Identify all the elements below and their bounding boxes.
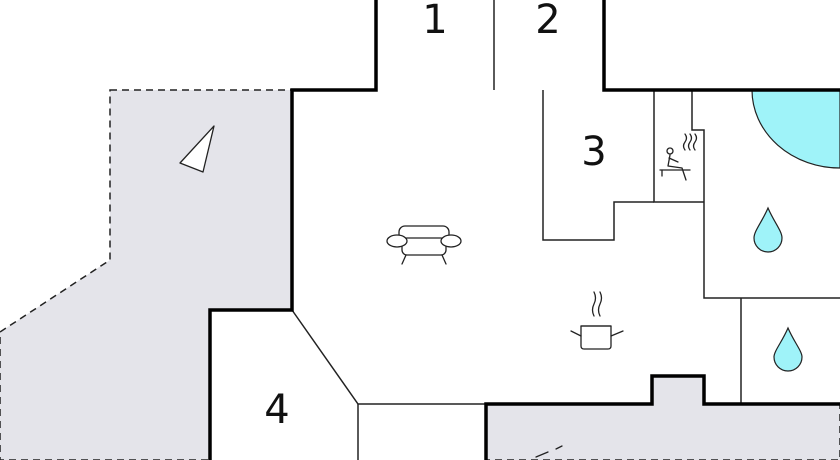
cooking-pot-icon xyxy=(570,291,624,350)
wall-entrance xyxy=(291,309,486,405)
terrace-bottom xyxy=(485,375,840,460)
terrace-left xyxy=(0,89,293,460)
north-arrow-icon xyxy=(179,125,215,173)
water-drop-icon xyxy=(753,206,783,253)
room-label-1: 1 xyxy=(422,0,447,43)
outer-wall-main xyxy=(208,0,378,460)
room-label-3: 3 xyxy=(581,129,606,175)
outer-wall-top-right xyxy=(602,0,840,92)
wall-sauna xyxy=(653,90,704,203)
pool-icon xyxy=(751,89,840,169)
outer-wall-bottom-right xyxy=(484,374,840,460)
sofa-icon xyxy=(386,225,462,265)
wall-room3 xyxy=(542,90,654,241)
room-label-2: 2 xyxy=(535,0,560,43)
room-label-4: 4 xyxy=(264,387,289,433)
outer-walls xyxy=(208,0,840,460)
terrace-marks xyxy=(535,445,563,458)
sauna-icon xyxy=(659,133,698,181)
water-drop-icon xyxy=(773,326,803,372)
inner-walls xyxy=(291,0,840,460)
wall-bathroom-1 xyxy=(691,90,840,299)
